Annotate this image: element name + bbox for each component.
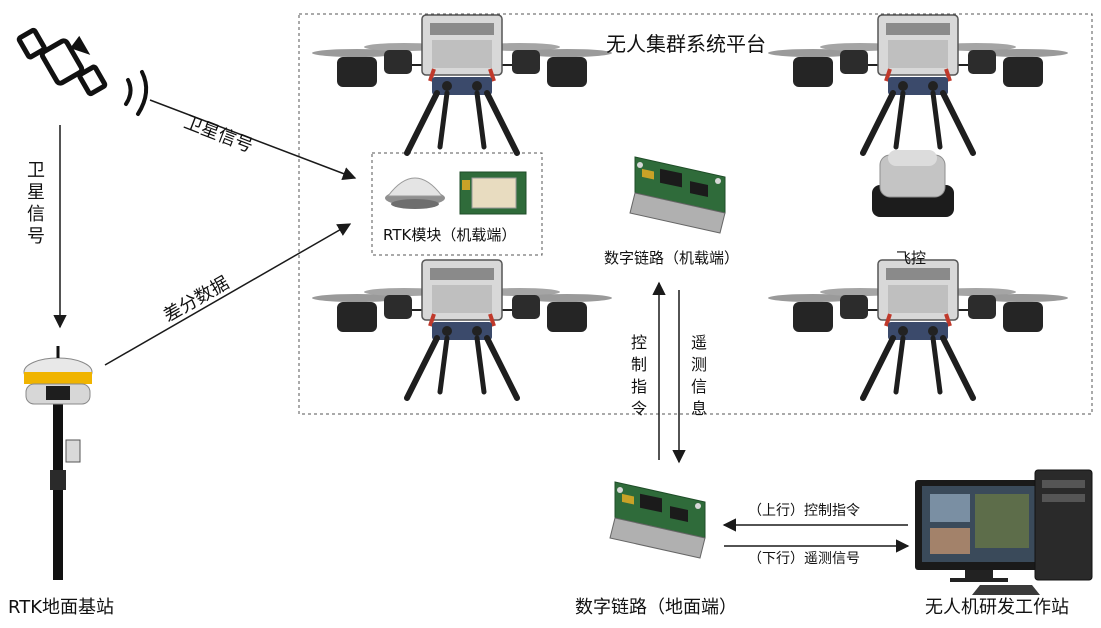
control-command-label: 控制指令 bbox=[630, 333, 647, 418]
workstation-icon bbox=[915, 469, 1093, 595]
platform-title: 无人集群系统平台 bbox=[606, 32, 766, 56]
satellite-signal-vertical-label: 卫星信号 bbox=[27, 160, 45, 247]
datalink-onboard-label: 数字链路（机载端） bbox=[604, 249, 740, 267]
drone-top-right bbox=[768, 15, 1068, 153]
signal-waves-icon bbox=[124, 70, 149, 116]
datalink-onboard-icon bbox=[629, 156, 726, 234]
rtk-board-icon bbox=[459, 171, 527, 215]
uplink-label: （上行）控制指令 bbox=[748, 503, 860, 519]
flight-controller-label: 飞控 bbox=[896, 249, 927, 267]
downlink-label: （下行）遥测信号 bbox=[748, 551, 860, 567]
rtk-base-station-icon bbox=[23, 346, 93, 580]
platform-frame bbox=[298, 13, 1093, 415]
datalink-ground-label: 数字链路（地面端） bbox=[575, 597, 737, 618]
satellite-icon bbox=[16, 27, 108, 97]
drone-bottom-left bbox=[312, 260, 612, 398]
rtk-base-label: RTK地面基站 bbox=[8, 597, 114, 618]
rtk-onboard-label: RTK模块（机载端） bbox=[383, 226, 517, 244]
drone-top-left bbox=[312, 15, 612, 153]
rtk-antenna-icon bbox=[385, 177, 445, 209]
arrow-differential-data bbox=[104, 223, 352, 366]
telemetry-label: 遥测信息 bbox=[690, 333, 707, 418]
datalink-ground-icon bbox=[609, 481, 706, 559]
drone-bottom-right bbox=[768, 260, 1068, 398]
rtk-module-frame bbox=[371, 152, 543, 256]
arrow-satellite-to-rtk bbox=[149, 99, 357, 180]
flight-controller-icon bbox=[872, 150, 954, 217]
workstation-label: 无人机研发工作站 bbox=[925, 597, 1069, 618]
